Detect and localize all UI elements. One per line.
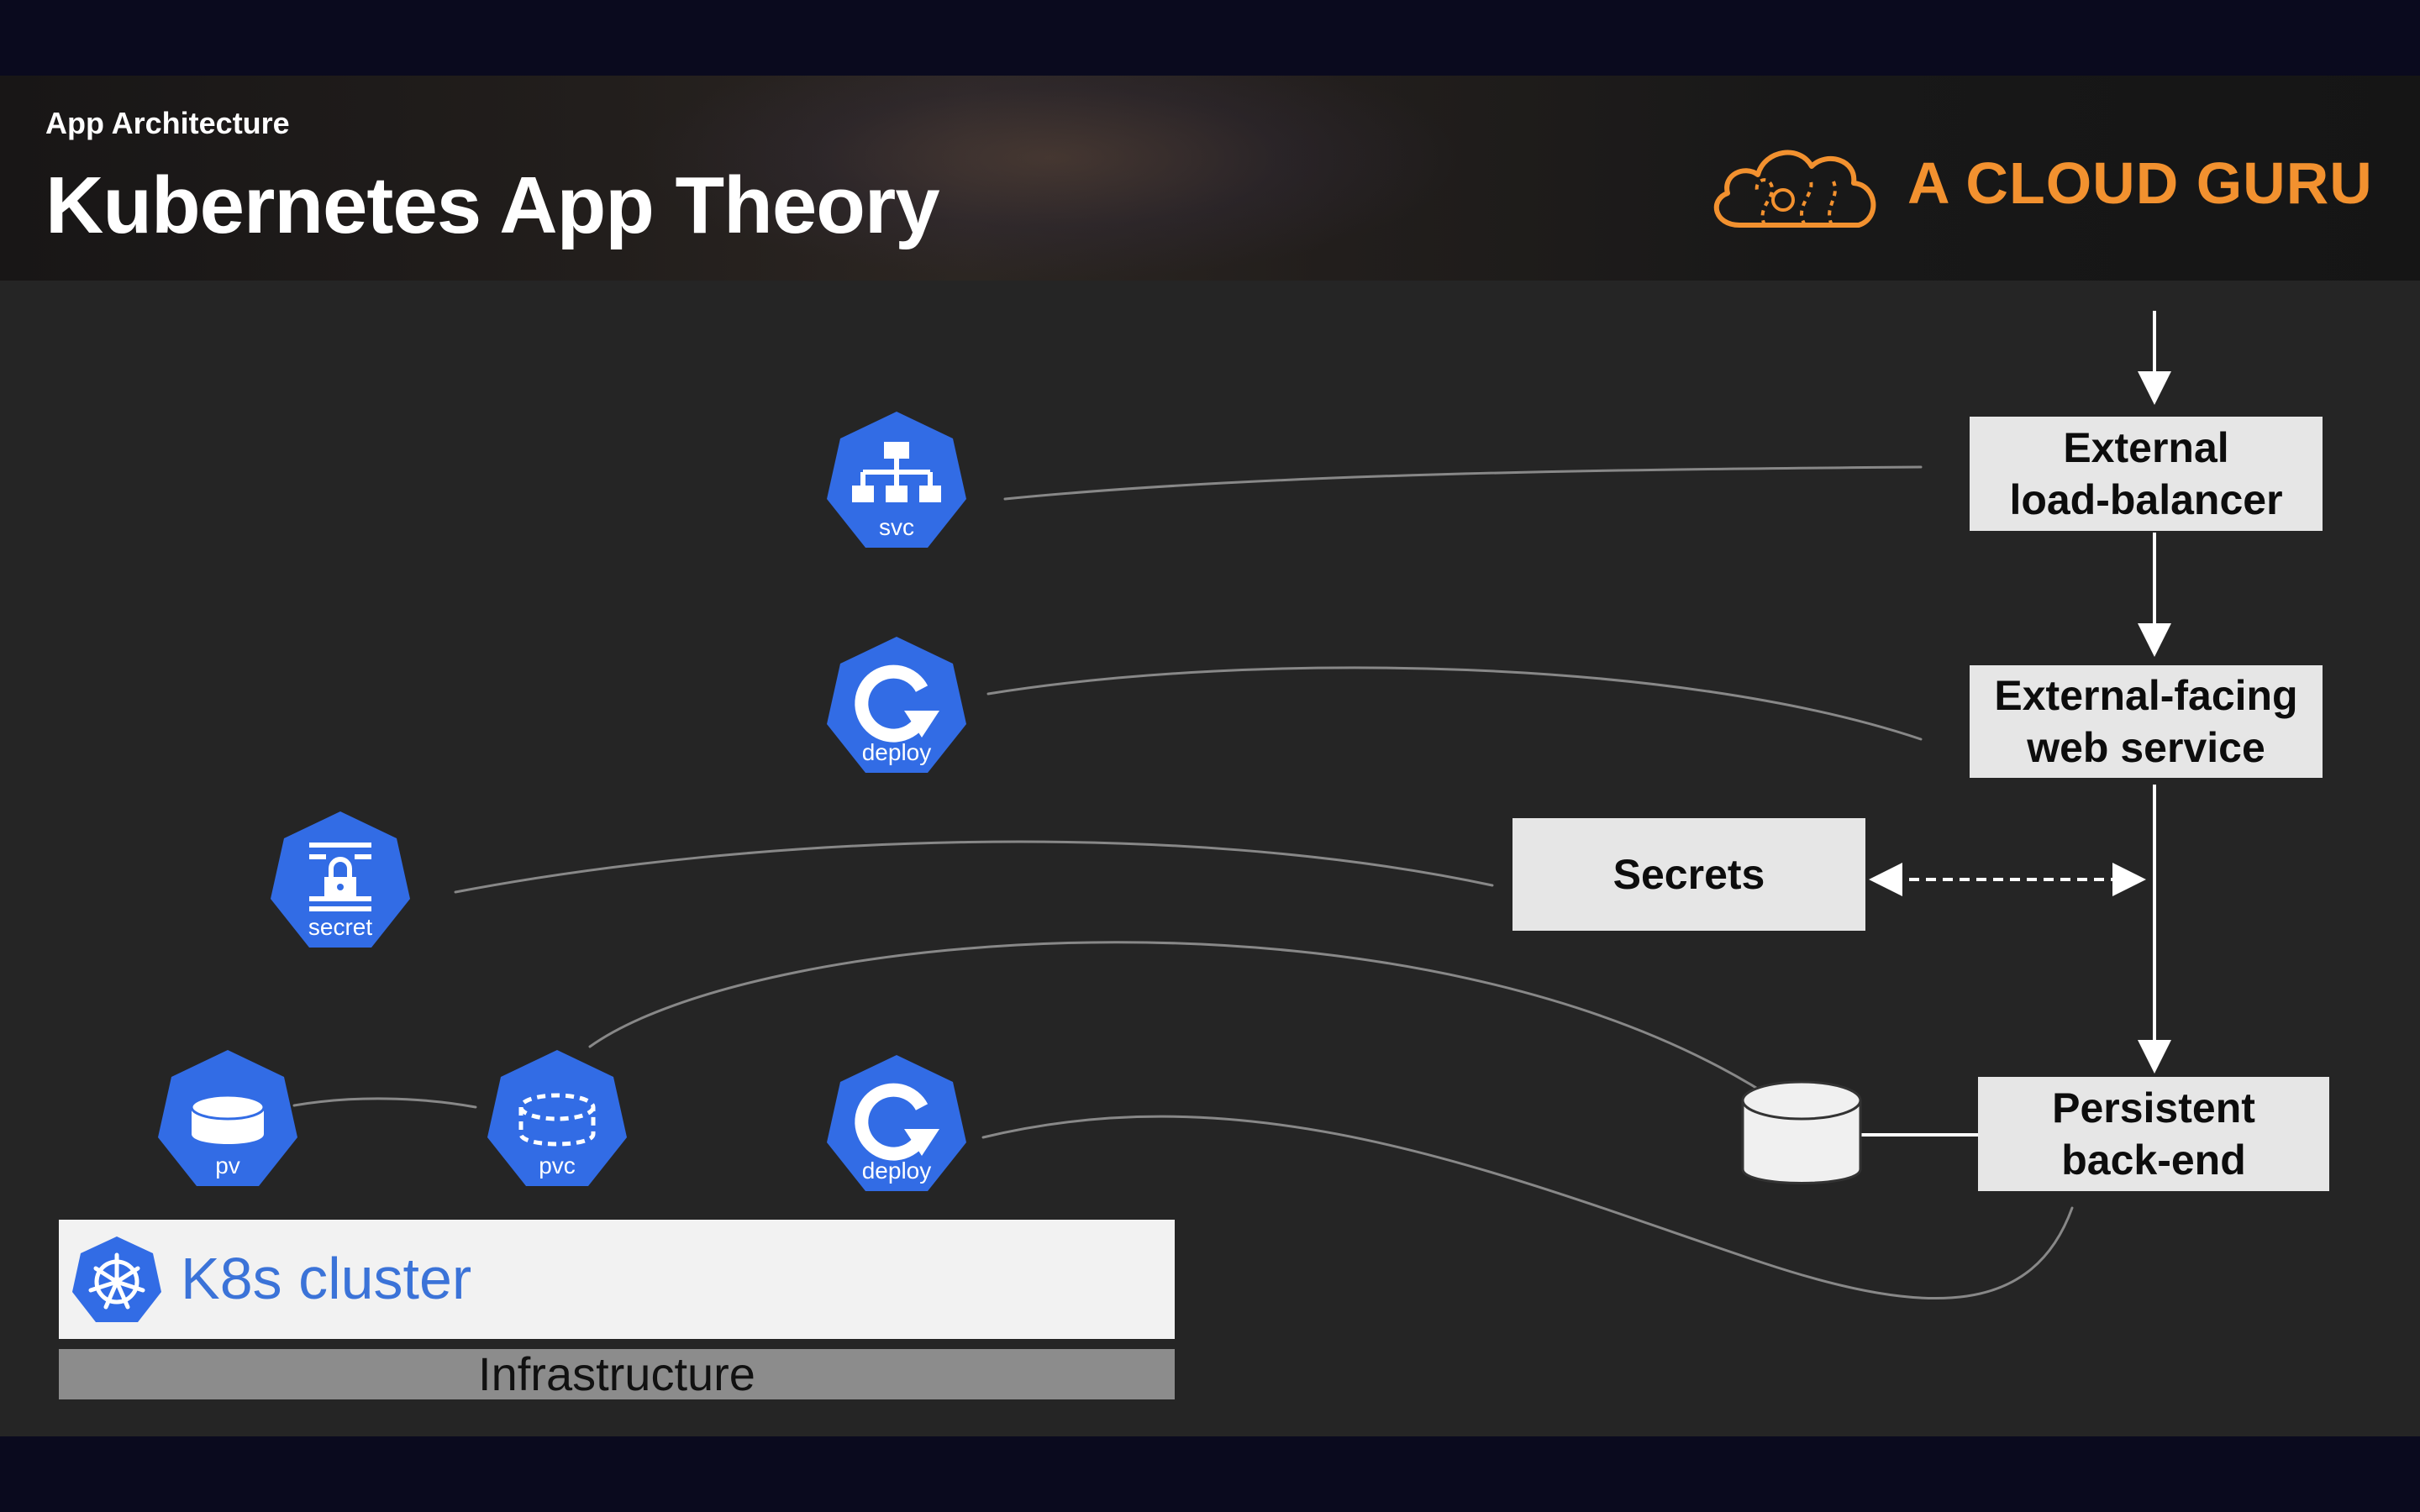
pvc-icon: pvc: [477, 1043, 637, 1203]
curve-deploy-to-backend: [981, 1115, 2074, 1300]
diagram-canvas: External load-balancer External-facing w…: [0, 281, 2420, 1436]
secret-icon: secret: [260, 805, 420, 964]
external-load-balancer-line1: External: [2063, 424, 2229, 471]
web-service-box: External-facing web service: [1970, 665, 2323, 778]
deploy-icon-top: deploy: [817, 630, 976, 790]
secret-label: secret: [308, 914, 373, 940]
top-letterbox: [0, 0, 2420, 76]
deploy-bottom-label: deploy: [861, 1158, 932, 1184]
presenter-background: [639, 76, 1462, 281]
bottom-letterbox: [0, 1436, 2420, 1512]
slide-title: Kubernetes App Theory: [45, 160, 940, 250]
deploy-top-label: deploy: [861, 739, 932, 765]
svc-label: svc: [879, 514, 914, 540]
curve-deploy-to-web: [986, 666, 1923, 741]
web-service-line1: External-facing: [1994, 672, 2298, 719]
pvc-label: pvc: [539, 1152, 576, 1179]
curve-secret-to-secrets: [454, 840, 1494, 894]
pv-label: pv: [215, 1152, 240, 1179]
brand-name: A CLOUD GURU: [1907, 150, 2373, 216]
curve-pv-to-pvc: [292, 1097, 477, 1109]
slide-header: App Architecture Kubernetes App Theory A…: [0, 76, 2420, 281]
external-load-balancer-box: External load-balancer: [1970, 417, 2323, 531]
secrets-box: Secrets: [1512, 818, 1865, 931]
curve-pvc-to-disk: [588, 941, 1783, 1105]
k8s-cluster-bar: K8s cluster: [59, 1220, 1175, 1339]
connector-layer: [292, 311, 2171, 1300]
svc-icon: svc: [817, 405, 976, 564]
infrastructure-bar: Infrastructure: [59, 1349, 1175, 1399]
cloud-logo-icon: [1713, 150, 1876, 228]
backend-line1: Persistent: [2052, 1084, 2255, 1131]
kubernetes-wheel-icon: [72, 1236, 161, 1322]
database-cylinder-icon: [1741, 1080, 1862, 1184]
persistent-backend-box: Persistent back-end: [1978, 1077, 2329, 1191]
brand-logo: A CLOUD GURU: [1706, 126, 2378, 235]
web-service-line2: web service: [2027, 724, 2265, 771]
secrets-label: Secrets: [1612, 851, 1765, 898]
curve-svc-to-lb: [1003, 465, 1923, 501]
deploy-icon-bottom: deploy: [817, 1048, 976, 1208]
k8s-cluster-label: K8s cluster: [181, 1246, 472, 1311]
section-subtitle: App Architecture: [45, 106, 290, 140]
pv-icon: pv: [148, 1043, 308, 1203]
backend-line2: back-end: [2061, 1137, 2246, 1184]
external-load-balancer-line2: load-balancer: [2009, 476, 2283, 523]
